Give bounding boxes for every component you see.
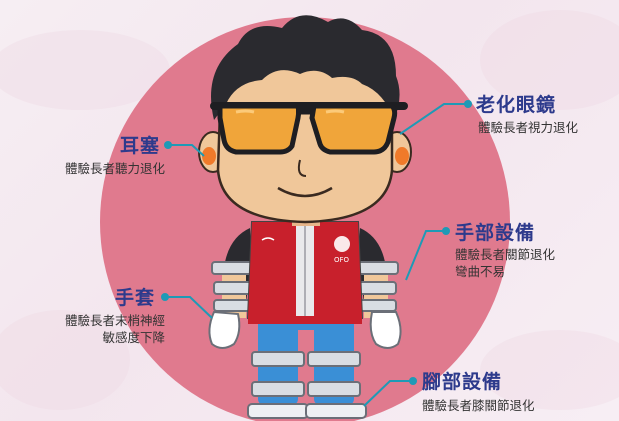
earplugs: [202, 147, 409, 165]
elderly-simulation-character: OFO: [198, 15, 412, 419]
vest-logo: OFO: [334, 236, 350, 264]
hand-device-desc-line-2: 彎曲不易: [455, 264, 506, 279]
leader-lines: [161, 100, 472, 407]
hand-device: [211, 261, 399, 312]
glasses-title: 老化眼鏡: [476, 94, 557, 116]
foot-device-title: 腳部設備: [422, 371, 503, 393]
earplugs-title: 耳塞: [120, 135, 161, 157]
mouth: [277, 186, 333, 198]
hand-device-title: 手部設備: [455, 222, 536, 244]
hand-device-description: 體驗長者關節退化 彎曲不易: [455, 246, 555, 280]
hand-device-desc-line-1: 體驗長者關節退化: [455, 247, 556, 262]
svg-text:OFO: OFO: [334, 256, 350, 264]
gloves-desc-line-2: 敏感度下降: [102, 330, 165, 345]
gloves-title: 手套: [115, 287, 156, 309]
earplugs-desc-line-1: 體驗長者聽力退化: [64, 161, 165, 176]
gloves-desc-line-1: 體驗長者末梢神經: [64, 313, 165, 328]
background-texture: [0, 10, 619, 410]
nose: [297, 159, 307, 177]
hair: [211, 15, 400, 120]
earplugs-description: 體驗長者聽力退化: [25, 160, 165, 177]
foot-device-description: 體驗長者膝關節退化: [422, 397, 535, 414]
glasses-description: 體驗長者視力退化: [478, 119, 578, 136]
foot-device-desc-line-1: 體驗長者膝關節退化: [422, 398, 535, 413]
glasses-desc-line-1: 體驗長者視力退化: [478, 120, 579, 135]
torso: [246, 221, 364, 324]
foot-device: [247, 351, 367, 419]
gloves-description: 體驗長者末梢神經 敏感度下降: [30, 312, 165, 346]
gloves: [208, 310, 402, 349]
aging-glasses: [210, 102, 408, 155]
